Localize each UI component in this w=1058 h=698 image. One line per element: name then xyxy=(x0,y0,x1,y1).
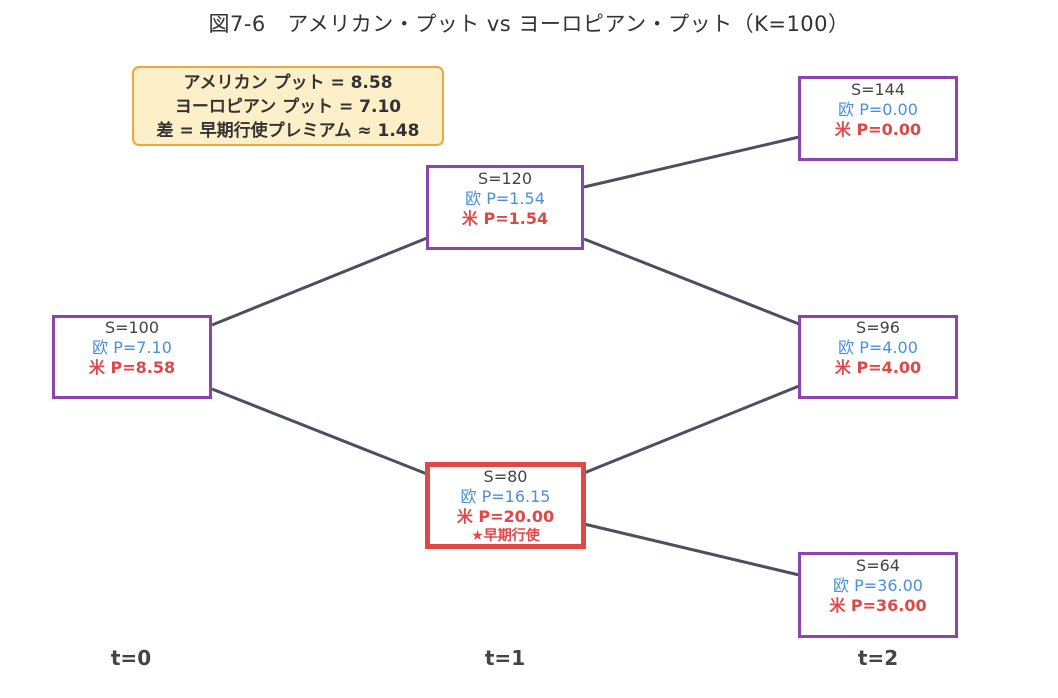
summary-american: アメリカン プット = 8.58 xyxy=(183,73,393,93)
node-t1-up: S=120 欧 P=1.54 米 P=1.54 xyxy=(426,165,584,250)
edge-0-1u xyxy=(211,236,428,327)
american-put-value: 米 P=36.00 xyxy=(829,596,927,615)
time-label-t1: t=1 xyxy=(484,646,526,670)
american-put-value: 米 P=20.00 xyxy=(456,507,555,526)
node-price: S=100 xyxy=(104,318,160,337)
american-put-value: 米 P=8.58 xyxy=(88,358,176,377)
summary-european: ヨーロピアン プット = 7.10 xyxy=(174,97,402,117)
american-put-value: 米 P=4.00 xyxy=(834,358,922,377)
node-price: S=120 xyxy=(477,169,533,188)
node-price: S=96 xyxy=(856,318,900,337)
european-put-value: 欧 P=7.10 xyxy=(92,338,172,357)
node-t1-down: S=80 欧 P=16.15 米 P=20.00 ★早期行使 xyxy=(425,462,586,549)
summary-premium: 差 = 早期行使プレミアム ≈ 1.48 xyxy=(156,121,420,141)
node-price: S=64 xyxy=(856,556,900,575)
european-put-value: 欧 P=1.54 xyxy=(465,189,545,208)
node-t2-updown: S=96 欧 P=4.00 米 P=4.00 xyxy=(798,315,958,399)
summary-box: アメリカン プット = 8.58 ヨーロピアン プット = 7.10 差 = 早… xyxy=(132,66,444,146)
edge-1d-2dd xyxy=(583,522,800,577)
node-price: S=80 xyxy=(483,467,528,486)
edge-1u-2uu xyxy=(583,135,800,189)
edge-0-1d xyxy=(211,387,428,476)
node-t2-downdown: S=64 欧 P=36.00 米 P=36.00 xyxy=(798,552,958,638)
edge-1u-2ud xyxy=(583,237,800,326)
diagram-title: 図7-6 アメリカン・プット vs ヨーロピアン・プット（K=100） xyxy=(208,12,850,36)
early-exercise-marker: ★早期行使 xyxy=(471,528,540,544)
node-t2-upup: S=144 欧 P=0.00 米 P=0.00 xyxy=(798,76,958,161)
american-put-value: 米 P=1.54 xyxy=(461,209,549,228)
node-t0: S=100 欧 P=7.10 米 P=8.58 xyxy=(52,315,212,399)
time-label-t2: t=2 xyxy=(857,646,899,670)
european-put-value: 欧 P=4.00 xyxy=(838,338,918,357)
american-put-value: 米 P=0.00 xyxy=(834,120,922,139)
european-put-value: 欧 P=36.00 xyxy=(833,576,923,595)
time-label-t0: t=0 xyxy=(110,646,152,670)
european-put-value: 欧 P=16.15 xyxy=(460,487,551,506)
node-price: S=144 xyxy=(850,80,906,99)
edge-1d-2ud xyxy=(583,384,800,475)
european-put-value: 欧 P=0.00 xyxy=(838,100,918,119)
